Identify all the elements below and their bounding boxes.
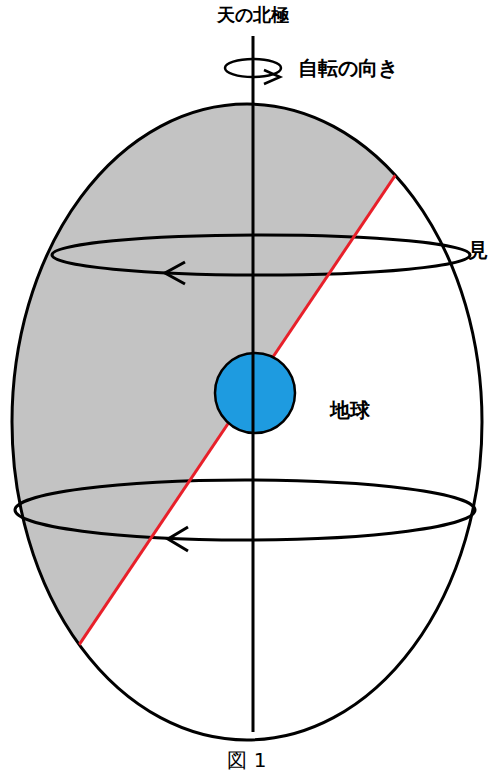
pole-label: 天の北極 (217, 4, 289, 26)
figure-caption: 図 1 (227, 748, 266, 772)
rotation-arrowhead (264, 70, 280, 84)
rotation-label: 自転の向き (298, 56, 398, 80)
rotation-axis (252, 36, 255, 732)
diurnal-circle-upper (52, 235, 470, 275)
shaded-hemisphere (12, 104, 482, 740)
celestial-sphere (12, 104, 482, 740)
direction-arrowhead (165, 262, 185, 284)
direction-arrowhead (168, 527, 188, 551)
earth-circle (215, 353, 295, 433)
earth-label: 地球 (330, 398, 370, 422)
rotation-axis (252, 353, 255, 433)
motion-label: 見 (468, 238, 488, 262)
diurnal-circle-lower (15, 480, 475, 540)
